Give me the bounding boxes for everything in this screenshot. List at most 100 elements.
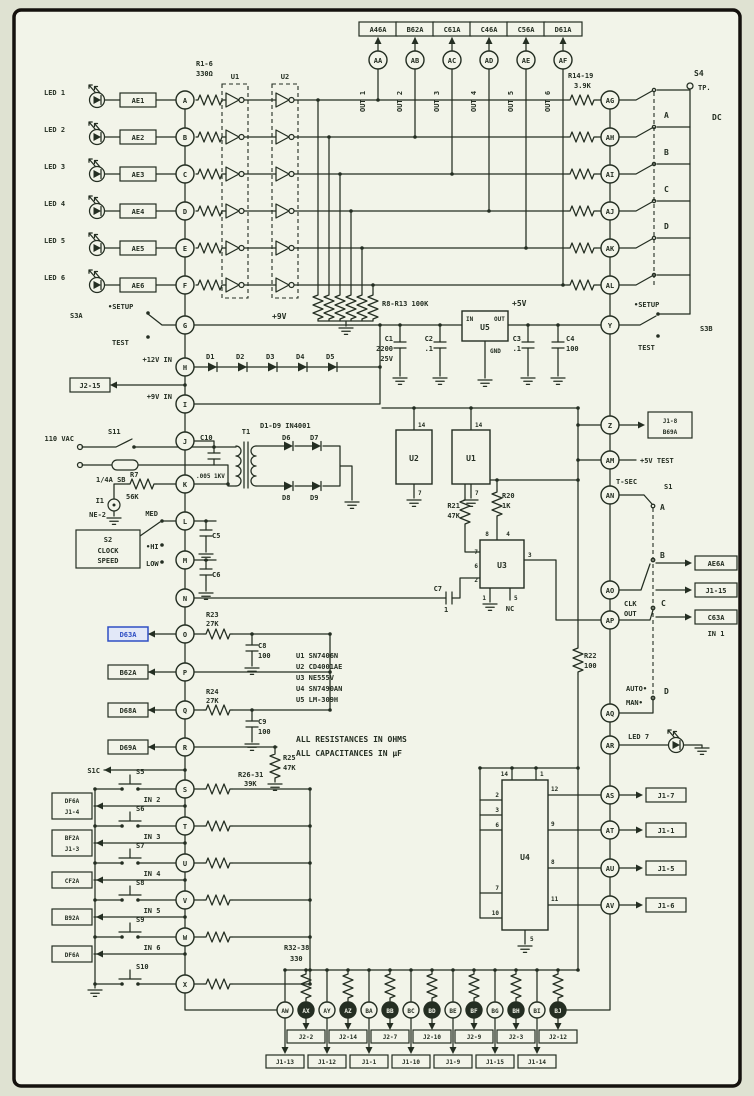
- i1-label: I1: [96, 497, 104, 505]
- node-B: B: [175, 127, 195, 147]
- node-Q: Q: [175, 700, 195, 720]
- plus12v-in-label: +12V IN: [142, 356, 172, 364]
- node-AL: AL: [600, 275, 620, 295]
- j1-15-box: J1-15: [705, 587, 726, 595]
- out-labels: OUT 1 OUT 2 OUT 3 OUT 4 OUT 5 OUT 6: [359, 91, 552, 112]
- s1-pos-b: B: [660, 551, 665, 560]
- clk-label: CLK: [624, 600, 637, 608]
- node-AG-label: AG: [606, 97, 614, 105]
- c2-value: .1: [425, 345, 433, 353]
- in3-box-line1: BF2A: [65, 835, 80, 842]
- node-AX: AX: [297, 1001, 315, 1019]
- u3-pin5: 5: [514, 595, 518, 602]
- node-BD: BD: [423, 1001, 441, 1019]
- in6-label: IN 6: [144, 944, 161, 952]
- test-right-label: TEST: [638, 344, 655, 352]
- t1-label: T1: [242, 428, 250, 436]
- power-components: [392, 310, 566, 388]
- in2-label: IN 2: [144, 796, 161, 804]
- u1-center-label: U1: [466, 454, 476, 463]
- d6-label: D6: [282, 434, 290, 442]
- node-AW-label: AW: [281, 1008, 289, 1015]
- d7-label: D7: [310, 434, 318, 442]
- node-AH: AH: [600, 127, 620, 147]
- setup-test-labels: S3A •SETUP TEST •SETUP S3B TEST: [70, 301, 713, 352]
- j1-box-4: J1-10: [402, 1059, 420, 1066]
- dc-in-wires: [111, 324, 381, 405]
- bottom-nodes: AW AX AY AZ BA BB BC BD BE BF BG BH BI B…: [276, 1001, 567, 1019]
- clock-speed-components: [75, 519, 214, 601]
- z-box-line2: B69A: [663, 429, 678, 436]
- node-AB-label: AB: [411, 57, 419, 65]
- d4-label: D4: [296, 353, 304, 361]
- r14-19-label: R14-19: [568, 72, 593, 80]
- node-W-label: W: [183, 934, 188, 942]
- low-label: LOW: [146, 560, 159, 568]
- out3-label: OUT 3: [433, 91, 441, 112]
- node-BC-label: BC: [407, 1008, 415, 1015]
- u4-pin2: 2: [495, 792, 499, 799]
- s8-label: S8: [136, 879, 144, 887]
- led-row-wires: [104, 99, 177, 286]
- u4-pin10: 10: [492, 910, 500, 917]
- top-box-5: C56A: [518, 26, 536, 34]
- j1-box-3: J1-1: [362, 1059, 377, 1066]
- node-F: F: [175, 275, 195, 295]
- c1-value: 2200: [376, 345, 393, 353]
- node-AE-label: AE: [522, 57, 530, 65]
- node-AO-label: AO: [606, 587, 614, 595]
- u4-pin11: 11: [551, 896, 559, 903]
- node-AD-label: AD: [485, 57, 493, 65]
- node-O-label: O: [183, 631, 187, 639]
- right-bus-nodes: AG AH AI AJ AK AL Y Z AM AN AO AP AQ AR …: [600, 90, 620, 915]
- node-AW: AW: [276, 1001, 294, 1019]
- u5-out-label: OUT: [494, 316, 505, 323]
- node-F-label: F: [183, 282, 187, 290]
- hi-label: •HI: [146, 543, 159, 551]
- led3-label: LED 3: [44, 163, 65, 171]
- u4-label: U4: [520, 853, 530, 862]
- s6-label: S6: [136, 805, 144, 813]
- node-BE-label: BE: [449, 1008, 457, 1015]
- node-V-label: V: [183, 897, 188, 905]
- c1-label: C1: [385, 335, 393, 343]
- s4-contacts: [651, 82, 694, 278]
- node-AQ: AQ: [600, 703, 620, 723]
- node-AV: AV: [600, 895, 620, 915]
- d1-label: D1: [206, 353, 214, 361]
- units-resistance: ALL RESISTANCES IN OHMS: [296, 735, 407, 744]
- out5-label: OUT 5: [507, 91, 515, 112]
- r22-label: R22: [584, 652, 597, 660]
- node-I-label: I: [183, 401, 187, 409]
- node-U: U: [175, 853, 195, 873]
- node-AH-label: AH: [606, 134, 614, 142]
- r23-value: 27K: [206, 620, 219, 628]
- node-AP-label: AP: [606, 617, 614, 625]
- node-P-label: P: [183, 669, 187, 677]
- node-H: H: [175, 357, 195, 377]
- node-AU: AU: [600, 858, 620, 878]
- u2-pin14: 14: [418, 422, 426, 429]
- node-AS-label: AS: [606, 792, 614, 800]
- node-AR: AR: [600, 735, 620, 755]
- in6-box: DF6A: [65, 952, 80, 959]
- u5-in-label: IN: [466, 316, 474, 323]
- r20-label: R20: [502, 492, 515, 500]
- c10-label: C10: [200, 434, 213, 442]
- node-BG: BG: [486, 1001, 504, 1019]
- led4-label: LED 4: [44, 200, 65, 208]
- s3b-label: S3B: [700, 325, 713, 333]
- node-AG: AG: [600, 90, 620, 110]
- note-u2: U2 CD4001AE: [296, 663, 342, 671]
- node-BE: BE: [444, 1001, 462, 1019]
- s11-label: S11: [108, 428, 121, 436]
- c3-label: C3: [513, 335, 521, 343]
- t-sec-label: T-SEC: [616, 478, 637, 486]
- s1-pos-c: C: [661, 599, 666, 608]
- node-G: G: [175, 315, 195, 335]
- bottom-labels: R32-38 330 J2-2 J2-14 J2-7 J2-10 J2-9 J2…: [265, 944, 578, 1069]
- nc-label: NC: [506, 605, 514, 613]
- node-AZ-label: AZ: [344, 1008, 352, 1015]
- opqr-wires: [103, 633, 331, 783]
- setup-right-label: •SETUP: [634, 301, 659, 309]
